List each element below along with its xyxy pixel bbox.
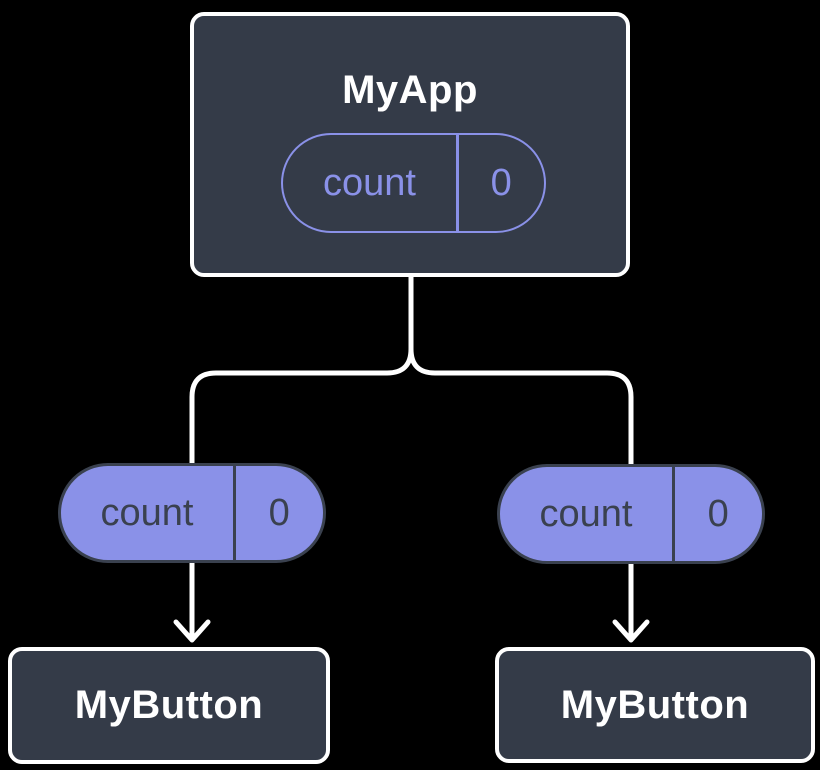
state-value-label: 0 [490,161,512,204]
state-pill: count 0 [281,133,546,233]
prop-pill-left: count 0 [58,463,326,563]
edge-root-to-right-child [408,273,634,642]
arrowhead-left-icon [173,619,211,643]
prop-value-label: 0 [707,492,729,535]
pill-divider [233,466,236,560]
root-component-node: MyApp count 0 [190,12,630,277]
pill-divider [456,135,459,231]
prop-name-label: count [539,492,633,535]
child-component-node-right: MyButton [495,647,815,763]
child-component-node-left: MyButton [8,647,330,764]
child-component-title: MyButton [74,683,264,727]
state-name-label: count [323,161,416,204]
child-component-title: MyButton [560,682,750,727]
prop-value-label: 0 [268,491,290,534]
prop-name-label: count [100,491,194,534]
edge-root-to-left-child [189,273,414,642]
arrowhead-right-icon [612,619,650,643]
pill-divider [672,467,675,561]
prop-pill-right: count 0 [497,464,765,564]
root-component-title: MyApp [342,68,478,112]
